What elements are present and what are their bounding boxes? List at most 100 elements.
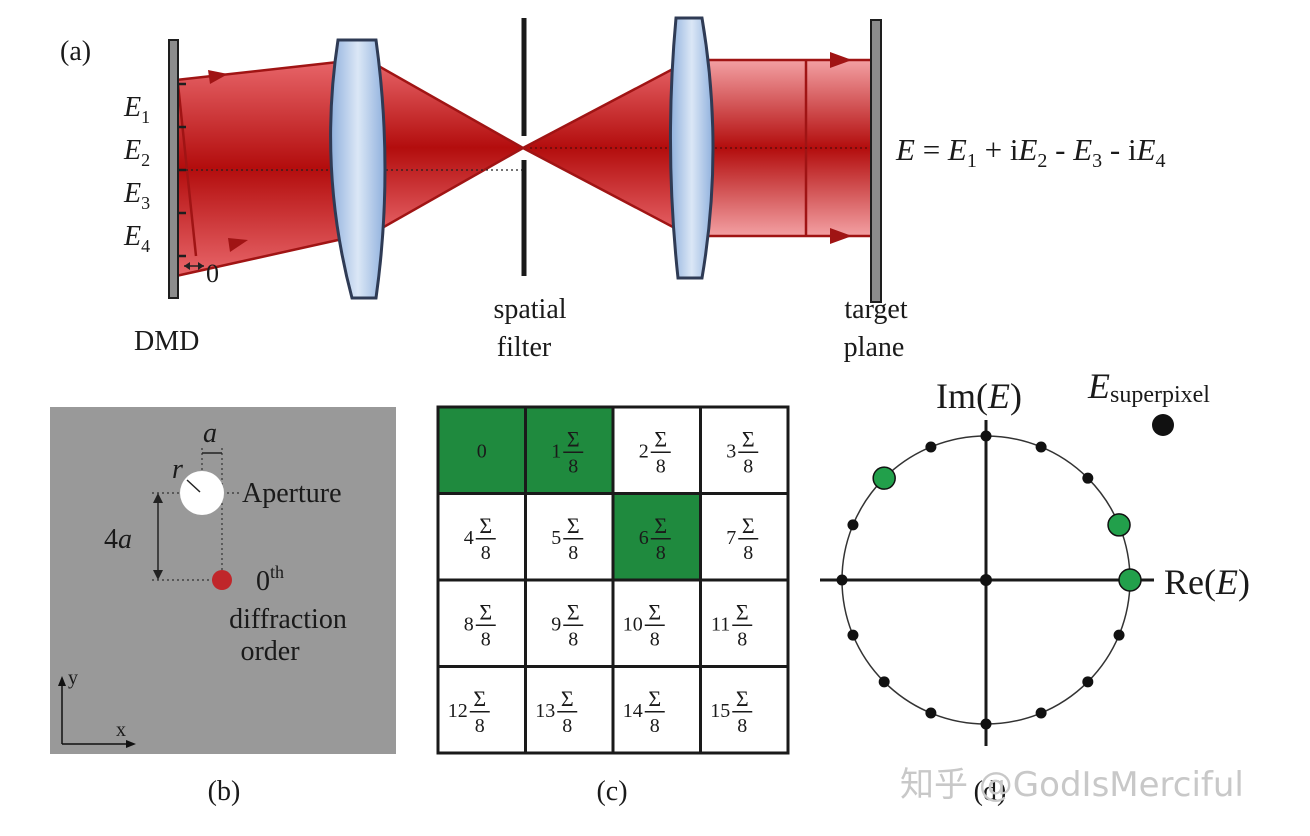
grid-cell-number: 8	[464, 613, 474, 635]
phase-point	[1082, 676, 1094, 688]
grid-cell-box	[699, 578, 790, 668]
grid-cell-box	[699, 492, 790, 582]
superpixel-label: Esuperpixel	[1087, 366, 1210, 408]
aperture-label: Aperture	[242, 478, 342, 509]
imaginary-axis-label: Im(E)	[936, 376, 1022, 416]
phase-point-selected	[1107, 513, 1131, 537]
grid-cell-denominator: 8	[743, 455, 753, 477]
grid-cell-numerator: Σ	[648, 599, 661, 624]
field-label-e3: E3	[123, 178, 150, 213]
grid-cell-number: 5	[551, 527, 561, 549]
phase-point	[1035, 441, 1047, 453]
dmd-ticks	[178, 82, 186, 258]
four-a-label: 4a	[104, 524, 132, 555]
zeroth-order-number: 0th	[256, 562, 284, 597]
x-axis-label: x	[116, 719, 126, 741]
grid-cell-numerator: Σ	[736, 686, 749, 711]
grid-cell-numerator: Σ	[648, 686, 661, 711]
superpixel-dot	[1152, 414, 1174, 436]
zeroth-order-dot	[212, 570, 232, 590]
target-label-1: target	[844, 294, 907, 325]
grid-cell-denominator: 8	[656, 542, 666, 564]
grid-cell-number: 14	[623, 700, 643, 722]
zero-offset-label: 0	[206, 259, 219, 288]
grid-cell-denominator: 8	[562, 715, 572, 737]
grid-cell-number: 6	[639, 527, 649, 549]
grid-cell-denominator: 8	[737, 715, 747, 737]
panel-b: r a 4a Aperture 0th diffraction order y …	[50, 407, 396, 807]
grid-cell-denominator: 8	[737, 628, 747, 650]
field-label-e1: E1	[123, 92, 150, 127]
grid-cell-number: 12	[448, 700, 468, 722]
grid-cell-numerator: Σ	[742, 513, 755, 538]
panel-b-label: (b)	[208, 776, 241, 807]
panel-a-label: (a)	[60, 36, 91, 67]
field-label-e4: E4	[123, 221, 150, 256]
grid-cell-number: 10	[623, 613, 643, 635]
grid-cell-numerator: Σ	[479, 513, 492, 538]
phase-point	[847, 519, 859, 531]
grid-cell-number: 3	[726, 440, 736, 462]
target-label-2: plane	[844, 332, 905, 363]
grid-cell-denominator: 8	[568, 542, 578, 564]
aperture-circle	[180, 471, 224, 515]
grid-cell-denominator: 8	[743, 542, 753, 564]
grid-cell-number: 11	[711, 613, 730, 635]
grid-cell-denominator: 8	[650, 715, 660, 737]
radius-arrow	[186, 479, 201, 493]
dmd-field-labels: E1 E2 E3 E4	[123, 92, 150, 256]
panel-a: (a)	[60, 16, 1166, 363]
grid-cell-numerator: Σ	[736, 599, 749, 624]
beam-converging	[368, 60, 523, 236]
y-axis-arrowhead	[58, 676, 66, 686]
phase-point	[980, 718, 992, 730]
x-axis-arrowhead	[126, 740, 136, 748]
phase-point	[925, 707, 937, 719]
grid-cell-box	[611, 405, 702, 495]
grid-cell-box	[436, 492, 527, 582]
watermark: 知乎 @GodIsMerciful	[900, 765, 1244, 805]
grid-cell-denominator: 8	[650, 628, 660, 650]
phase-point	[847, 629, 859, 641]
grid-cell-numerator: Σ	[654, 513, 667, 538]
grid-cell-number: 7	[726, 527, 736, 549]
grid-cell-box	[524, 665, 615, 755]
grid-cell-box	[611, 578, 702, 668]
field-equation: E = E1 + iE2 - E3 - iE4	[895, 132, 1166, 172]
diffraction-label: diffraction	[229, 604, 347, 635]
phase-point	[878, 676, 890, 688]
phase-point	[1113, 629, 1125, 641]
grid-cell-number: 9	[551, 613, 561, 635]
grid-cell: 0	[436, 405, 527, 495]
dmd-device	[168, 39, 179, 299]
grid-cell-number: 13	[535, 700, 555, 722]
zero-offset-arrowhead-right	[198, 262, 204, 270]
grid-cell-numerator: Σ	[567, 599, 580, 624]
target-plane	[870, 19, 882, 303]
phase-point	[1035, 707, 1047, 719]
spatial-label-1: spatial	[493, 294, 566, 325]
grid-cell-number: 1	[551, 440, 561, 462]
phase-point	[925, 441, 937, 453]
radius-label: r	[172, 454, 183, 485]
panel-d-label: (d)	[974, 776, 1007, 807]
grid-cell-box	[524, 578, 615, 668]
origin-dot	[980, 574, 992, 586]
grid-cell-number: 0	[477, 440, 487, 462]
grid-cell-numerator: Σ	[654, 426, 667, 451]
zero-offset-arrowhead-left	[184, 262, 190, 270]
grid-cell-numerator: Σ	[567, 513, 580, 538]
grid-cell-denominator: 8	[481, 628, 491, 650]
phase-point	[980, 430, 992, 442]
phase-point	[836, 574, 848, 586]
beam-dmd-to-lens1	[176, 60, 356, 276]
real-axis-label: Re(E)	[1164, 562, 1250, 602]
